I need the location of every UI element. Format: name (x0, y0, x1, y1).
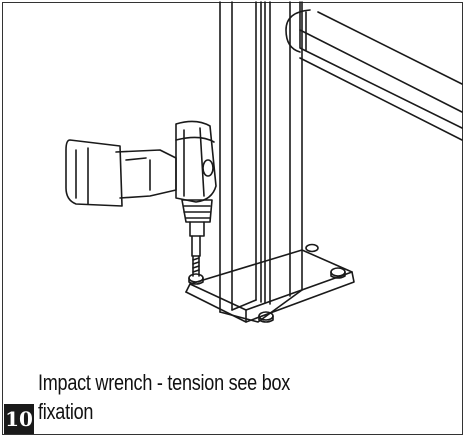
rail-icon (285, 1, 463, 141)
caption-line-1: Impact wrench - tension see box (38, 370, 291, 395)
step-number-badge: 10 (4, 404, 34, 434)
post-icon (219, 1, 303, 323)
caption-line-2: fixation (38, 399, 94, 424)
base-plate-icon (185, 249, 355, 323)
step-caption: Impact wrench - tension see box fixation (38, 368, 350, 426)
impact-wrench-icon (65, 120, 217, 257)
bolt-icon (188, 243, 346, 323)
